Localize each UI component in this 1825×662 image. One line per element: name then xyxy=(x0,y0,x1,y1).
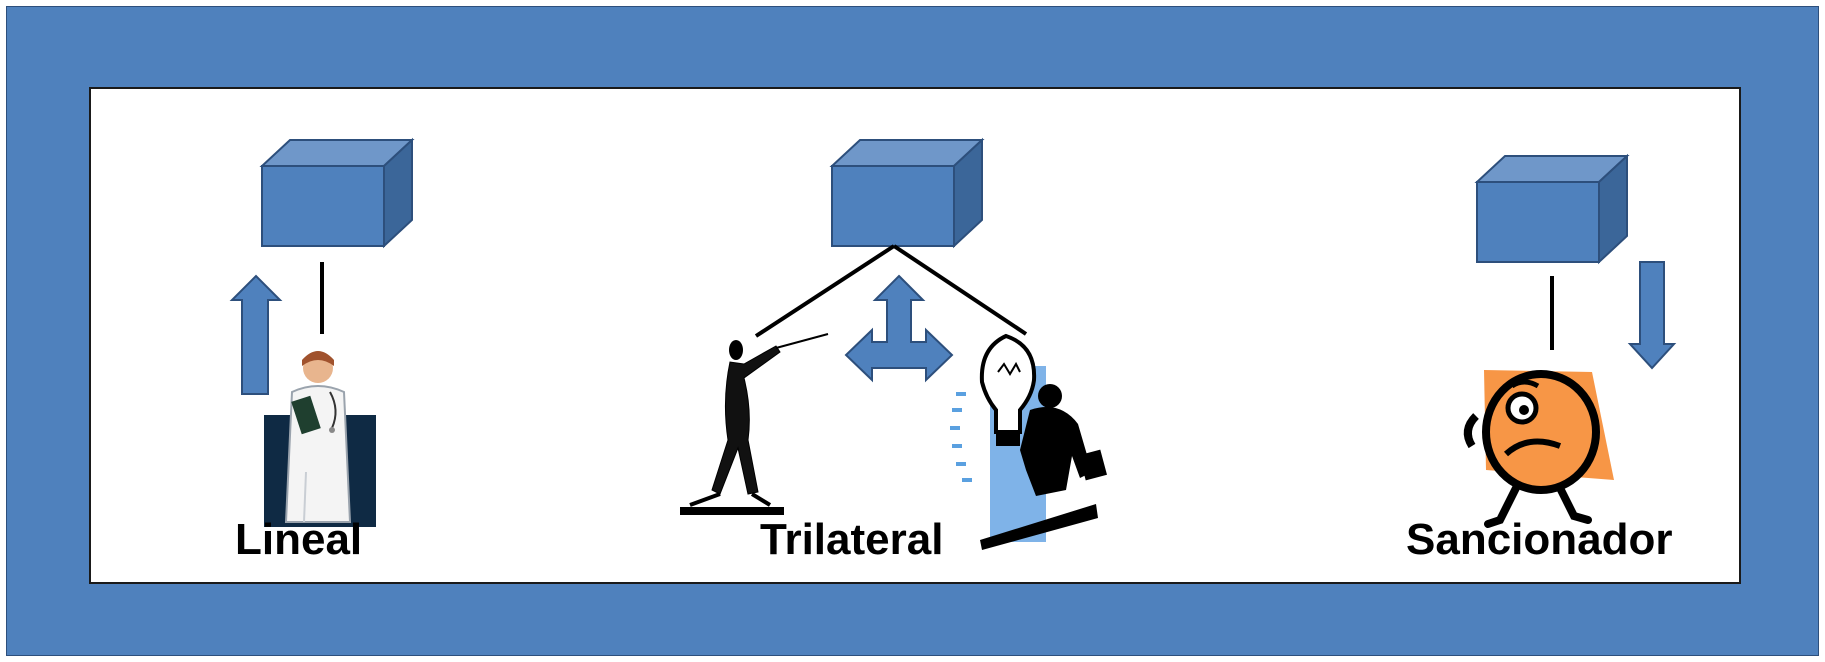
trilateral-connector-left xyxy=(754,244,896,338)
trilateral-three-way-arrow xyxy=(844,274,954,383)
sancionador-box xyxy=(1474,153,1630,265)
lineal-up-arrow xyxy=(229,274,283,395)
lightbulb-businessman-image xyxy=(950,333,1107,550)
sancionador-group xyxy=(1463,153,1677,528)
doctor-image xyxy=(264,351,376,527)
label-trilateral: Trilateral xyxy=(760,515,944,564)
worried-face-image xyxy=(1463,370,1614,528)
trilateral-box xyxy=(829,137,985,249)
sancionador-down-arrow xyxy=(1627,261,1677,370)
lineal-box xyxy=(259,137,415,249)
trilateral-connector-right xyxy=(892,244,1028,336)
trilateral-group xyxy=(680,137,1107,550)
fencer-image xyxy=(680,333,829,515)
lineal-group xyxy=(229,137,415,527)
label-lineal: Lineal xyxy=(235,515,363,564)
label-sancionador: Sancionador xyxy=(1406,515,1673,564)
